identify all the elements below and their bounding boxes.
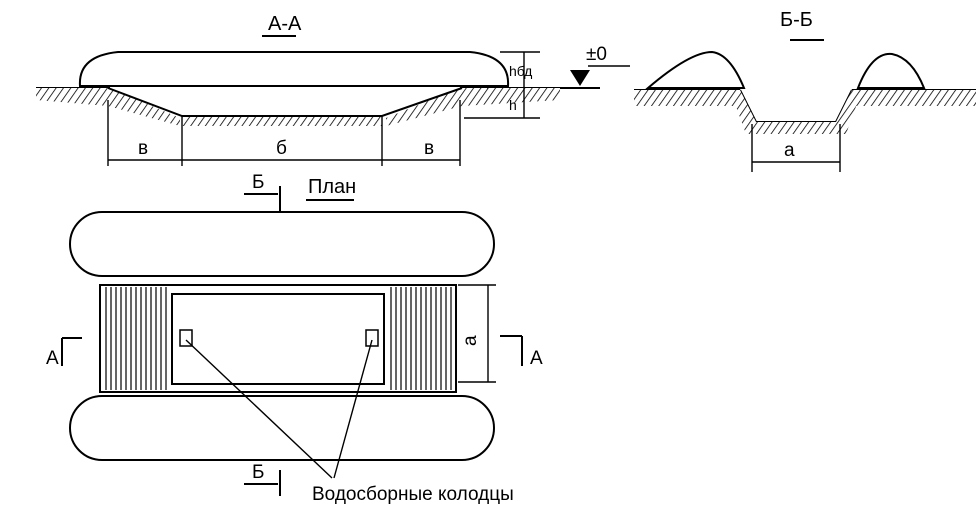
section-aa: А-А в б в h hбд ±0 bbox=[36, 13, 630, 166]
spoil-heap-right bbox=[856, 52, 926, 89]
section-bb: Б-Б а bbox=[634, 9, 976, 172]
collection-well-right bbox=[365, 329, 379, 347]
trench-hatch bbox=[730, 90, 862, 134]
plan-label-a: а bbox=[460, 335, 481, 346]
spoil-bank bbox=[78, 51, 510, 87]
ground-hatch-right bbox=[386, 88, 560, 126]
excavation-profile bbox=[107, 87, 463, 117]
callout-leader-right bbox=[333, 339, 373, 479]
cut-a-left-letter: А bbox=[46, 348, 59, 369]
pit-bottom bbox=[171, 293, 385, 385]
pit-slope-left bbox=[102, 287, 168, 390]
callout-text: Водосборные колодцы bbox=[312, 484, 514, 505]
plan-title: План bbox=[308, 176, 356, 198]
pit-outline bbox=[99, 284, 457, 393]
plan: План Б а А А Б Водо bbox=[46, 172, 543, 505]
bb-ground-hatch-right bbox=[856, 90, 976, 106]
level-triangle-icon bbox=[570, 70, 590, 86]
cut-b-bottom-letter: Б bbox=[252, 462, 264, 483]
ground-hatch-left bbox=[36, 88, 180, 126]
pit-slope-right bbox=[388, 287, 454, 390]
bb-label-a: а bbox=[784, 140, 795, 161]
label-v-left: в bbox=[138, 138, 148, 159]
spoil-heap-left bbox=[645, 50, 746, 89]
label-v-right: в bbox=[424, 138, 434, 159]
trench-profile bbox=[739, 89, 853, 123]
label-b: б bbox=[276, 138, 287, 159]
cut-b-top-letter: Б bbox=[252, 172, 264, 193]
ground-hatch-bottom bbox=[182, 116, 382, 126]
label-h: h bbox=[509, 97, 517, 113]
cut-a-right-letter: А bbox=[530, 348, 543, 369]
bb-ground-hatch-left bbox=[634, 90, 738, 106]
label-zero: ±0 bbox=[586, 44, 607, 65]
label-hbd: hбд bbox=[509, 63, 532, 79]
section-aa-title: А-А bbox=[268, 13, 302, 35]
callout-leader-left bbox=[185, 339, 333, 479]
plan-spoil-bank-top bbox=[69, 211, 495, 277]
plan-spoil-bank-bottom bbox=[69, 395, 495, 461]
section-bb-title: Б-Б bbox=[780, 9, 813, 31]
